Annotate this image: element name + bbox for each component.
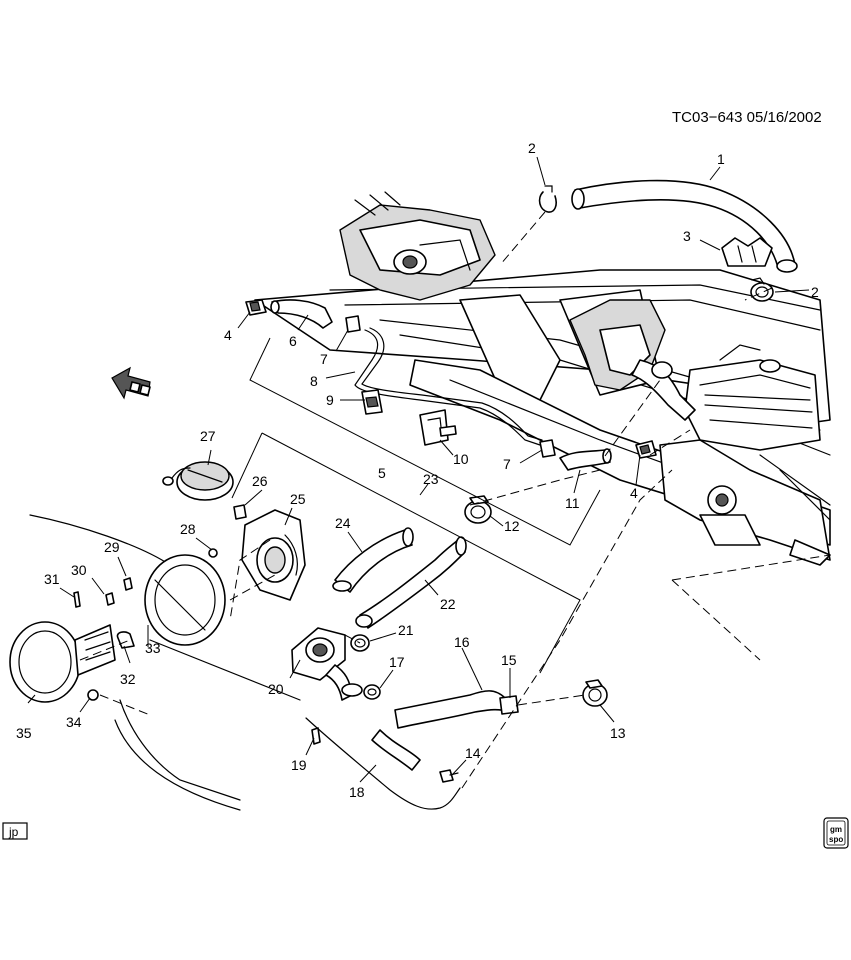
group-bracket-5: [249, 337, 601, 546]
callout-labels: 1 2 2 3 4 4 5 6 7 7 8 9 10 11 12 13 14 1…: [16, 140, 819, 800]
callout-4-left: 4: [224, 327, 232, 343]
part-15-hose-end: [499, 695, 519, 715]
callout-33: 33: [145, 640, 161, 656]
part-30-screw: [105, 592, 115, 606]
part-34-fastener: [87, 689, 99, 701]
callout-6: 6: [289, 333, 297, 349]
part-2-hose-clamp-upper: [538, 185, 557, 213]
callout-3: 3: [683, 228, 691, 244]
gm-spo-logo-icon: gm spo: [823, 817, 849, 849]
callout-16: 16: [454, 634, 470, 650]
callout-13: 13: [610, 725, 626, 741]
callout-20: 20: [268, 681, 284, 697]
part-24-filler-hose-upper: [332, 527, 414, 593]
logo-spo: spo: [829, 835, 843, 844]
callout-15: 15: [501, 652, 517, 668]
part-17-clamp: [363, 684, 381, 700]
callout-32: 32: [120, 671, 136, 687]
transmission-assembly: [339, 191, 496, 301]
part-10-bracket: [419, 409, 457, 446]
part-27-fuel-cap: [162, 461, 234, 501]
part-32-hinge-bushing: [116, 631, 135, 649]
part-29-screw: [123, 577, 133, 591]
assembly-dashed-lines: [79, 211, 831, 789]
callout-5: 5: [378, 465, 386, 481]
part-20-fuel-fill-pipe: [291, 627, 363, 701]
callout-12: 12: [504, 518, 520, 534]
callout-2-lower: 2: [811, 284, 819, 300]
part-4-clip-left: [245, 299, 267, 316]
callout-9: 9: [326, 392, 334, 408]
callout-10: 10: [453, 451, 469, 467]
fuel-tank: [684, 344, 821, 451]
part-19-clip: [311, 727, 321, 745]
part-31-pin: [73, 591, 81, 608]
artist-initials: jp: [8, 825, 19, 839]
callout-31: 31: [44, 571, 60, 587]
part-3-filler-hose-bracket: [721, 237, 773, 267]
callout-27: 27: [200, 428, 216, 444]
callout-28: 28: [180, 521, 196, 537]
group-bracket-23: [231, 432, 581, 674]
part-13-hose-clamp: [582, 679, 608, 707]
part-11-vent-hose-lower: [559, 448, 612, 471]
callout-leaders: [27, 156, 810, 783]
callout-17: 17: [389, 654, 405, 670]
part-35-fuel-door: [9, 621, 116, 703]
part-33-door-housing: [144, 554, 226, 646]
callout-26: 26: [252, 473, 268, 489]
callout-22: 22: [440, 596, 456, 612]
front-direction-arrow-icon: [111, 366, 151, 400]
artist-initials-badge: jp: [2, 822, 28, 840]
part-28-nut: [208, 548, 218, 558]
callout-19: 19: [291, 757, 307, 773]
callout-30: 30: [71, 562, 87, 578]
callout-14: 14: [465, 745, 481, 761]
callout-23: 23: [423, 471, 439, 487]
callout-7-upper: 7: [320, 351, 328, 367]
body-side-panel-outline: [29, 514, 301, 811]
part-6-vent-hose: [270, 299, 333, 329]
callout-18: 18: [349, 784, 365, 800]
callout-21: 21: [398, 622, 414, 638]
part-14-bolt: [439, 769, 459, 783]
callout-29: 29: [104, 539, 120, 555]
part-16-filler-hose: [371, 690, 511, 771]
callout-7-lower: 7: [503, 456, 511, 472]
filler-neck-in-frame: [569, 299, 696, 421]
callout-24: 24: [335, 515, 351, 531]
part-22-filler-hose-lower: [355, 536, 467, 629]
part-9-connector: [361, 389, 383, 415]
part-7-clip-upper: [345, 315, 361, 333]
part-26-fastener: [233, 504, 247, 520]
part-2-hose-clamp-lower: [750, 277, 774, 302]
part-25-fuel-filler-housing: [241, 509, 306, 601]
part-18-ground-strap: [305, 717, 461, 810]
callout-35: 35: [16, 725, 32, 741]
part-1-fuel-tank-filler-hose: [571, 179, 798, 273]
callout-2-upper: 2: [528, 140, 536, 156]
part-4-clip-right: [635, 440, 657, 459]
vehicle-frame: [254, 269, 831, 566]
part-7-clip-lower: [539, 439, 556, 458]
callout-34: 34: [66, 714, 82, 730]
part-12-hose-clamp: [464, 495, 492, 524]
diagram-reference: TC03−643 05/16/2002: [672, 109, 822, 126]
callout-25: 25: [290, 491, 306, 507]
callout-4-right: 4: [630, 485, 638, 501]
callout-8: 8: [310, 373, 318, 389]
callout-11: 11: [565, 495, 580, 511]
callout-1: 1: [717, 151, 725, 167]
logo-gm: gm: [830, 825, 842, 834]
